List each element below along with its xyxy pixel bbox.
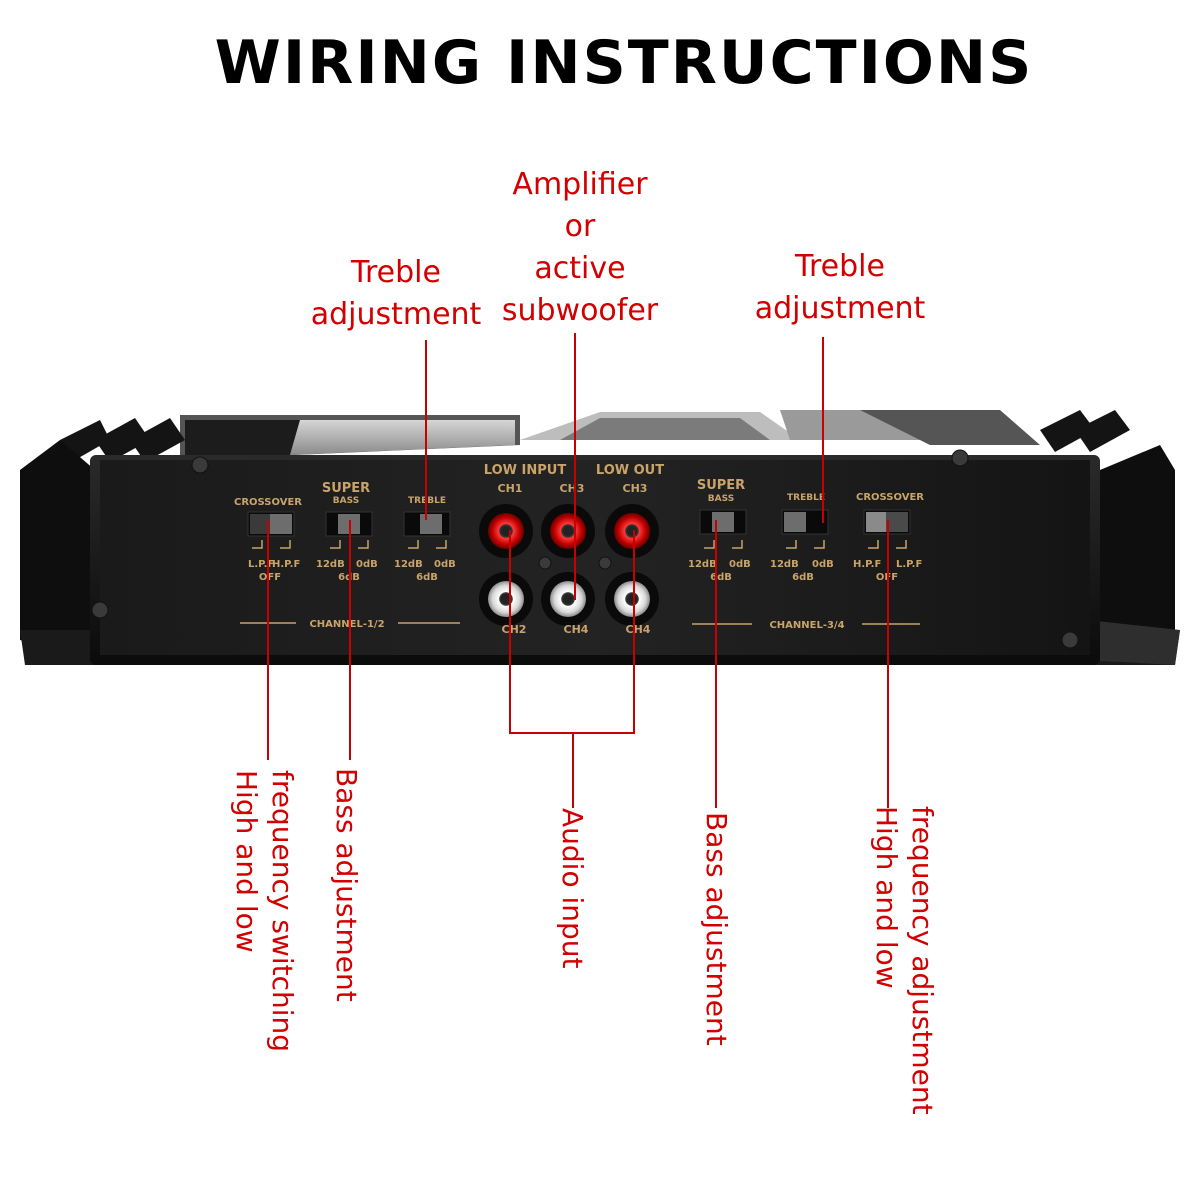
- channel-1-2-label: CHANNEL-1/2: [309, 619, 384, 630]
- right-bass-switch[interactable]: [699, 509, 747, 535]
- heatsink-top: [180, 410, 1040, 460]
- right-treble-0db: 0dB: [812, 559, 834, 570]
- right-treble-12db: 12dB: [770, 559, 799, 570]
- ch4-input-label: CH4: [564, 623, 589, 636]
- left-switch-marks: [252, 540, 447, 549]
- right-crossover-label: CROSSOVER: [856, 492, 924, 503]
- channel-3-4-label: CHANNEL-3/4: [769, 620, 844, 631]
- ch4-output-label: CH4: [626, 623, 651, 636]
- left-crossover-switch[interactable]: [247, 511, 295, 537]
- callout-bass-right: Bass adjustment: [700, 812, 733, 1046]
- left-off-label: OFF: [259, 572, 281, 583]
- ch3-output-label: CH3: [623, 482, 648, 495]
- rca-ch1-input[interactable]: [479, 504, 533, 558]
- right-treble-switch[interactable]: [781, 509, 829, 535]
- rca-ch4-output[interactable]: [605, 572, 659, 626]
- left-super-label: SUPER: [322, 481, 370, 496]
- callout-treble-left: Treble adjustment: [310, 255, 482, 332]
- rca-ch3-output[interactable]: [605, 504, 659, 558]
- page-title: WIRING INSTRUCTIONS: [214, 28, 1034, 98]
- right-hpf-label: H.P.F: [853, 559, 881, 570]
- left-hpf-label: H.P.F: [272, 559, 300, 570]
- ch1-label: CH1: [498, 482, 523, 495]
- callout-amplifier-output: Amplifier or active subwoofer: [501, 167, 659, 328]
- right-bass-12db: 12dB: [688, 559, 717, 570]
- panel-screws: [91, 449, 1079, 649]
- callout-audio-input: Audio input: [556, 808, 589, 969]
- right-bass-0db: 0dB: [729, 559, 751, 570]
- callout-frequency-adjustment: frequency adjustment High and low: [870, 806, 939, 1115]
- low-out-label: LOW OUT: [596, 463, 664, 478]
- right-treble-label: TREBLE: [787, 493, 825, 503]
- left-bass-12db: 12dB: [316, 559, 345, 570]
- right-super-label: SUPER: [697, 478, 745, 493]
- left-treble-6db: 6dB: [416, 572, 438, 583]
- left-treble-0db: 0dB: [434, 559, 456, 570]
- rca-ch3-input[interactable]: [541, 504, 595, 558]
- left-treble-12db: 12dB: [394, 559, 423, 570]
- rca-ch2-input[interactable]: [479, 572, 533, 626]
- left-crossover-label: CROSSOVER: [234, 497, 302, 508]
- rca-ch4-input[interactable]: [541, 572, 595, 626]
- heatsink-fins-left: [20, 418, 185, 660]
- callout-leader-lines: [267, 333, 889, 808]
- left-lpf-label: L.P.F: [248, 559, 274, 570]
- right-bass-6db: 6dB: [710, 572, 732, 583]
- left-bass-label: BASS: [333, 496, 359, 506]
- right-lpf-label: L.P.F: [896, 559, 922, 570]
- ch2-label: CH2: [502, 623, 527, 636]
- right-switch-marks: [704, 540, 907, 549]
- callout-bass-left: Bass adjustment: [330, 768, 363, 1002]
- left-bass-0db: 0dB: [356, 559, 378, 570]
- low-input-label: LOW INPUT: [484, 463, 567, 478]
- callout-treble-right: Treble adjustment: [754, 249, 926, 326]
- right-treble-6db: 6dB: [792, 572, 814, 583]
- ch3-input-label: CH3: [560, 482, 585, 495]
- callout-frequency-switching: frequency switching High and low: [230, 770, 299, 1053]
- right-bass-label: BASS: [708, 494, 734, 504]
